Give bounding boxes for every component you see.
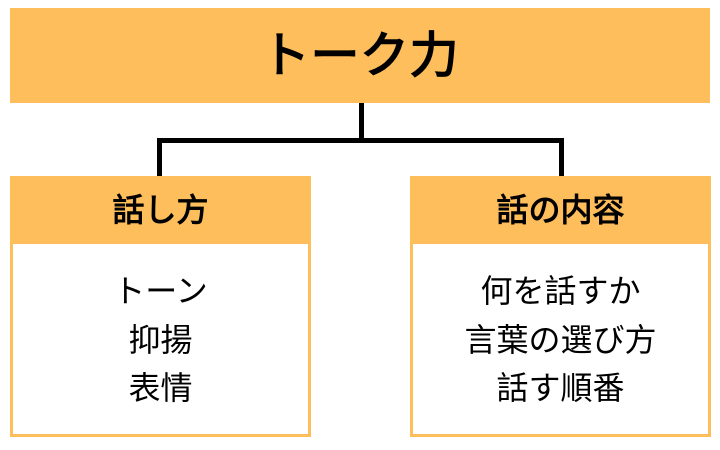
branch-right-body: 何を話すか 言葉の選び方 話す順番: [410, 244, 711, 437]
root-node: トーク力: [10, 8, 710, 103]
branch-left-header-label: 話し方: [112, 191, 209, 229]
connector-horizontal-bar: [157, 138, 564, 143]
branch-right-header-label: 話の内容: [496, 191, 625, 229]
connector-drop-right: [559, 138, 564, 177]
branch-left-item: トーン: [113, 272, 208, 311]
branch-right-header: 話の内容: [410, 176, 711, 244]
branch-left-item: 表情: [128, 369, 193, 408]
branch-left-header: 話し方: [10, 176, 311, 244]
branch-left-item: 抑揚: [128, 320, 193, 359]
connector-stem-vertical: [359, 103, 364, 140]
branch-node-left: 話し方 トーン 抑揚 表情: [10, 176, 311, 437]
connector-drop-left: [157, 138, 162, 177]
branch-node-right: 話の内容 何を話すか 言葉の選び方 話す順番: [410, 176, 711, 437]
branch-left-body: トーン 抑揚 表情: [10, 244, 311, 437]
branch-right-item: 何を話すか: [480, 272, 641, 311]
branch-right-item: 話す順番: [496, 369, 625, 408]
branch-right-item: 言葉の選び方: [464, 320, 657, 359]
root-node-label: トーク力: [260, 27, 459, 84]
